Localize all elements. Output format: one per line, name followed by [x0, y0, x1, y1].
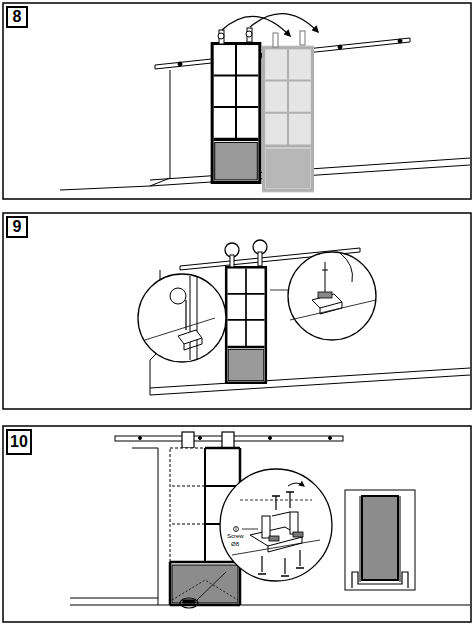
part-label: Screw — [226, 533, 245, 540]
panel-frame — [3, 213, 471, 409]
step-number: 9 — [13, 219, 22, 235]
step-10-figure — [70, 432, 470, 608]
step-number-box: 9 — [6, 216, 28, 238]
step-8-figure — [60, 14, 470, 193]
panel-frame — [3, 3, 471, 199]
part-label: Ø8 — [230, 541, 240, 548]
step-number: 8 — [13, 9, 22, 25]
step-number-box: 8 — [6, 6, 28, 28]
panel-frame — [3, 426, 471, 622]
step-number-box: 10 — [6, 429, 32, 455]
step-9-figure — [138, 240, 470, 395]
step-number: 10 — [10, 434, 28, 450]
